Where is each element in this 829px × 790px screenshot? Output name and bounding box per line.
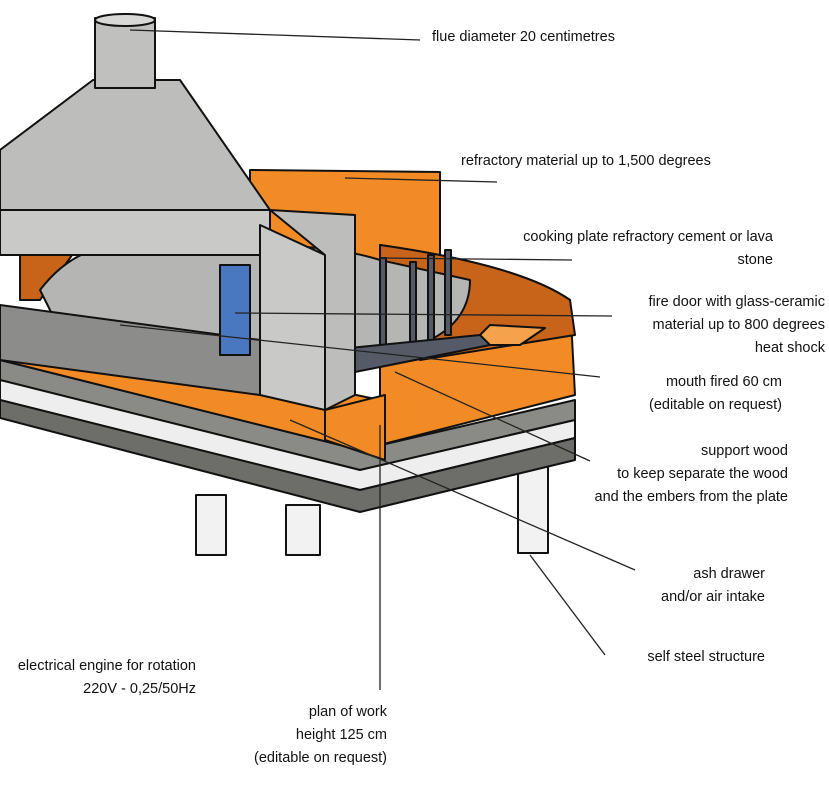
label-cooking-plate: cooking plate refractory cement or lava … [523, 226, 773, 272]
label-refractory: refractory material up to 1,500 degrees [461, 153, 711, 169]
base-plate [0, 359, 576, 513]
label-line: fire door with glass-ceramic [648, 294, 825, 310]
label-line: and/or air intake [661, 589, 765, 605]
label-line: support wood [700, 443, 788, 459]
label-support-wood: support wood to keep separate the wood a… [595, 440, 788, 509]
label-line: 220V - 0,25/50Hz [83, 681, 196, 697]
label-line: material up to 800 degrees [652, 317, 826, 333]
label-steel-structure: self steel structure [647, 649, 765, 665]
label-fire-door: fire door with glass-ceramic material up… [649, 291, 825, 360]
label-line: (editable on request) [649, 397, 782, 413]
label-line: height 125 cm [295, 727, 387, 743]
label-flue: flue diameter 20 centimetres [432, 29, 615, 45]
label-plan-of-work: plan of work height 125 cm (editable on … [254, 701, 387, 770]
label-line: heat shock [754, 340, 825, 356]
label-line: ash drawer [693, 566, 765, 582]
label-line: plan of work [308, 704, 387, 720]
label-line: to keep separate the wood [617, 466, 788, 482]
label-line: electrical engine for rotation [17, 658, 196, 674]
label-engine: electrical engine for rotation 220V - 0,… [18, 655, 196, 701]
hood [0, 13, 271, 256]
label-line: stone [737, 252, 773, 268]
leader-lines [119, 29, 636, 690]
label-line: mouth fired 60 cm [665, 374, 782, 390]
label-mouth: mouth fired 60 cm (editable on request) [649, 371, 782, 417]
fire-door-frame [0, 209, 386, 461]
label-line: (editable on request) [254, 750, 387, 766]
label-line: and the embers from the plate [594, 489, 788, 505]
label-ash-drawer: ash drawer and/or air intake [661, 563, 765, 609]
label-line: cooking plate refractory cement or lava [523, 229, 773, 245]
